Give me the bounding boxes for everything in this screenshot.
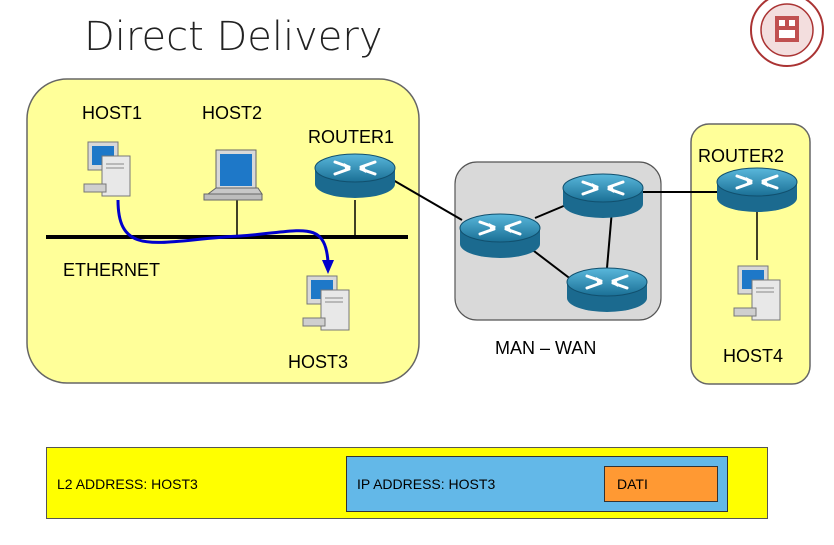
- university-seal-logo: [750, 0, 824, 67]
- link-router1-wan: [392, 179, 463, 221]
- wan-label: MAN – WAN: [495, 338, 596, 358]
- data-payload: DATI: [604, 466, 718, 502]
- router1-icon: [313, 152, 397, 200]
- wan-router-icon: [458, 212, 542, 260]
- host4-label: HOST4: [723, 346, 783, 366]
- host2-laptop-icon: [203, 149, 263, 201]
- host1-label: HOST1: [82, 103, 142, 123]
- host2-label: HOST2: [202, 103, 262, 123]
- wan-router-icon: [565, 266, 649, 314]
- router2-label: ROUTER2: [698, 146, 784, 166]
- router2-icon: [715, 166, 799, 214]
- wan-router-icon: [561, 172, 645, 220]
- data-label: DATI: [617, 476, 648, 492]
- lan-area: [26, 78, 420, 384]
- delivery-arrow: [116, 199, 330, 263]
- ethernet-label: ETHERNET: [63, 260, 160, 280]
- router1-label: ROUTER1: [308, 127, 394, 147]
- page-title: Direct Delivery: [84, 14, 383, 60]
- host3-label: HOST3: [288, 352, 348, 372]
- ip-address-label: IP ADDRESS: HOST3: [357, 476, 496, 492]
- l2-address-label: L2 ADDRESS: HOST3: [57, 476, 198, 492]
